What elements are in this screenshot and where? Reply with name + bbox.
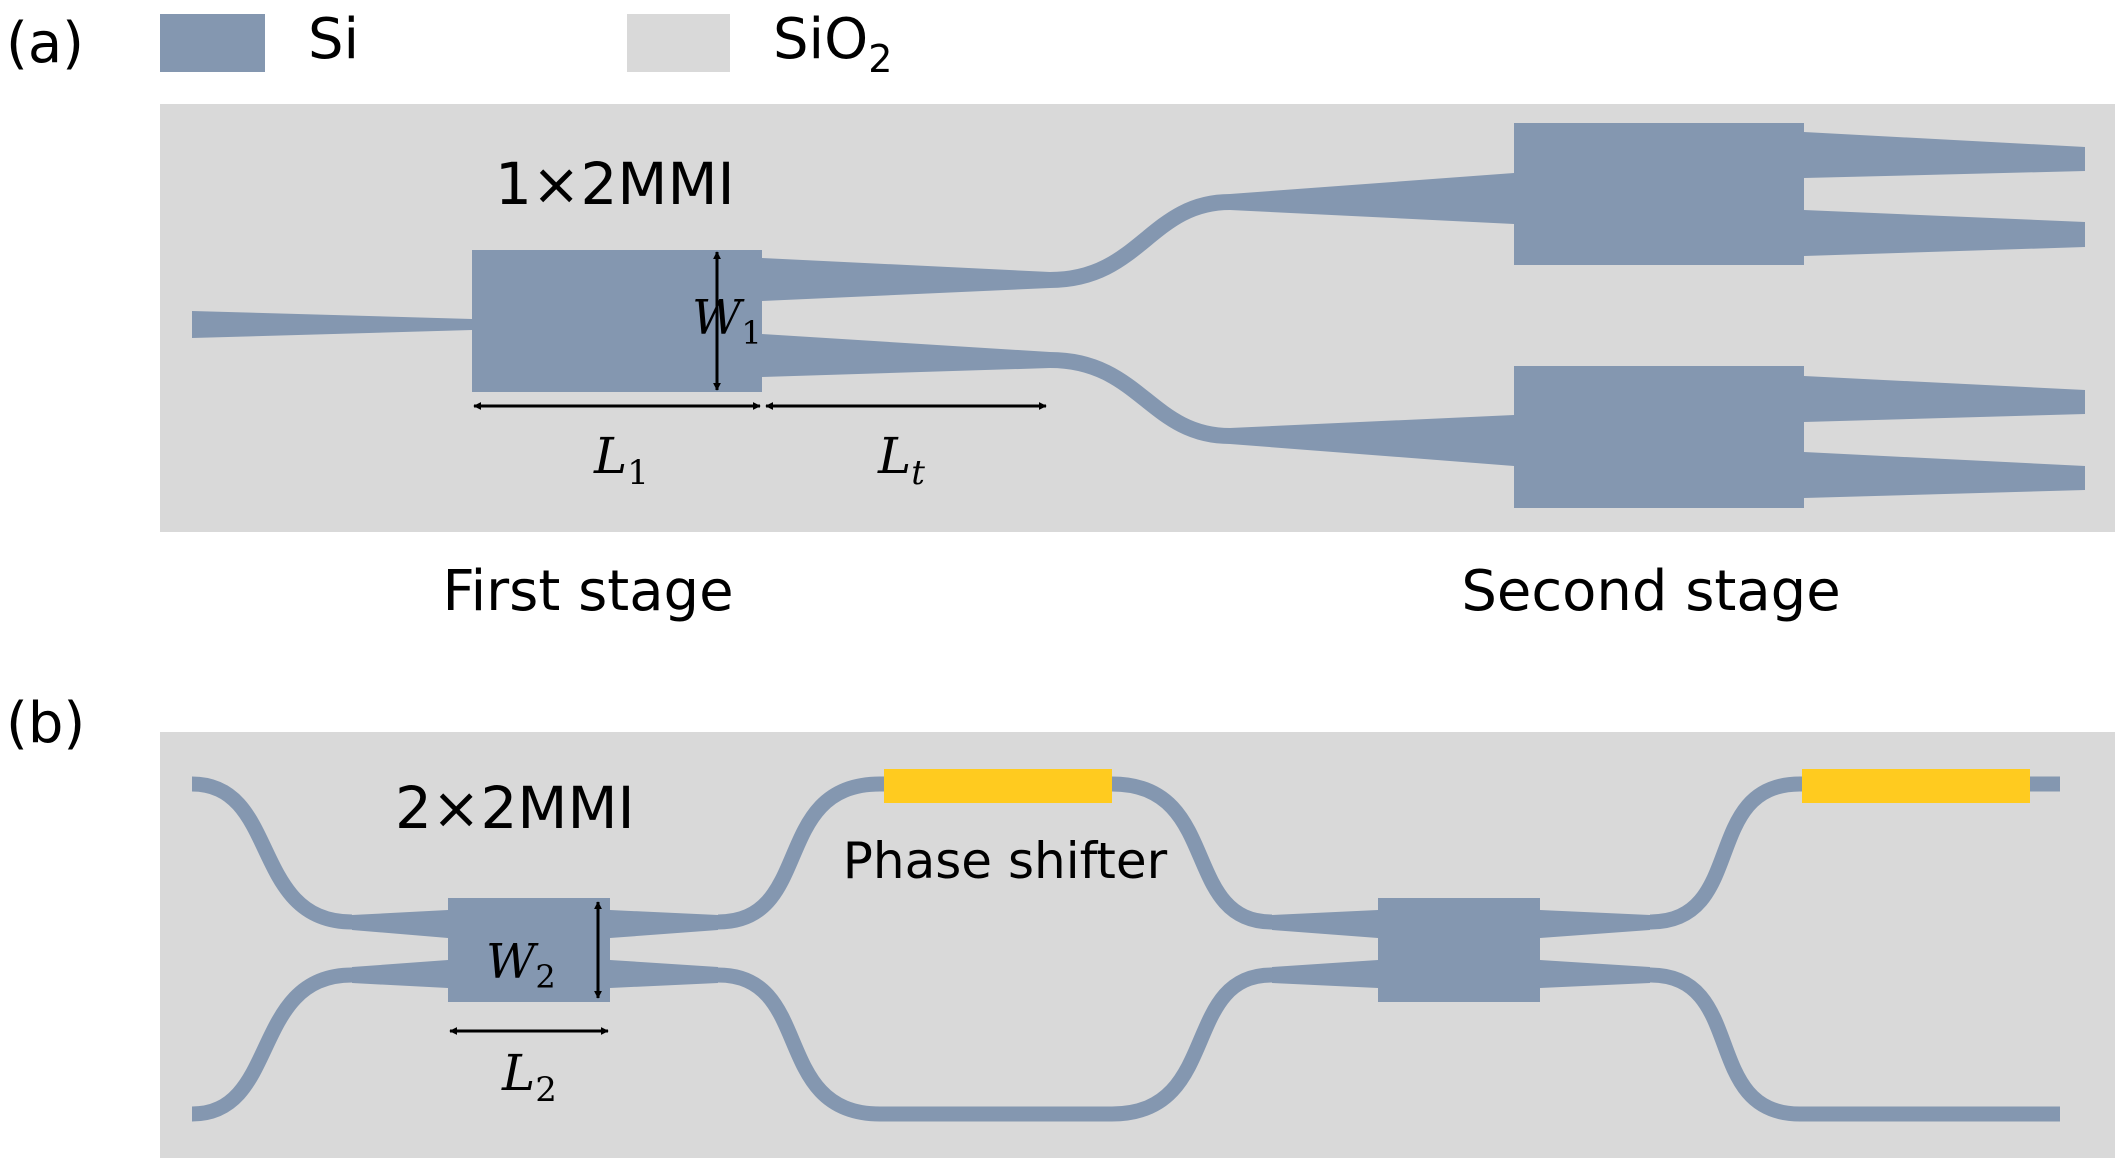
lower-stage2-output-2 — [1804, 452, 2085, 498]
output-bend-top — [1649, 776, 2060, 930]
legend-si-label: Si — [308, 7, 359, 72]
lower-s-bend — [1049, 352, 1231, 444]
phase-shifter-1 — [884, 769, 1112, 803]
phase-shifter-label: Phase shifter — [843, 832, 1168, 890]
input-taper — [192, 311, 472, 338]
legend-sio2-subscript: 2 — [868, 37, 892, 81]
w2-symbol: W — [486, 934, 539, 990]
legend-sio2-swatch — [627, 14, 730, 72]
w2-subscript: 2 — [535, 958, 555, 996]
upper-stage2-output-1 — [1804, 132, 2085, 178]
legend-sio2-label: SiO2 — [773, 7, 892, 81]
l2-subscript: 2 — [535, 1070, 557, 1110]
first-stage-splitter — [192, 194, 1231, 444]
input-bend-top — [191, 776, 353, 930]
w2-label: W2 — [486, 934, 556, 996]
panel-b-tag: (b) — [6, 691, 85, 756]
lower-stage2-mmi — [1514, 366, 1804, 508]
panel-a-tag: (a) — [6, 11, 84, 76]
second-stage-splitters — [1230, 123, 2085, 508]
upper-stage2-mmi — [1514, 123, 1804, 265]
mmi-2x2-label: 2×2MMI — [395, 774, 635, 842]
mmi1-output-taper-top — [610, 910, 718, 938]
mmi2-output-taper-bottom — [1540, 960, 1650, 988]
phase-shifter-2 — [1802, 769, 2030, 803]
mmi2-output-taper-top — [1540, 910, 1650, 938]
lt-subscript: t — [911, 453, 925, 493]
mmi1-input-taper-top — [352, 910, 448, 938]
lower-output-taper — [762, 334, 1050, 377]
input-bend-bottom — [191, 967, 353, 1122]
legend-sio2-text: SiO — [773, 7, 868, 72]
l1-subscript: 1 — [627, 453, 649, 493]
second-stage-label: Second stage — [1461, 559, 1840, 624]
first-stage-label: First stage — [442, 559, 733, 624]
upper-s-bend — [1049, 194, 1231, 288]
l2-label: L2 — [501, 1044, 557, 1110]
lower-stage2-output-1 — [1804, 376, 2085, 422]
mmi1-input-taper-bottom — [352, 960, 448, 988]
legend-si-swatch — [160, 14, 265, 72]
upper-stage2-input-taper — [1230, 173, 1514, 224]
lt-symbol: L — [877, 427, 911, 485]
mmi2-input-taper-bottom — [1272, 960, 1378, 988]
w1-subscript: 1 — [741, 314, 761, 352]
mmi1-output-taper-bottom — [610, 960, 718, 988]
mmi-1x2-label: 1×2MMI — [495, 150, 735, 218]
output-bend-bottom — [1649, 967, 2060, 1122]
mmi-2x2-second — [1378, 898, 1540, 1002]
w1-label: W1 — [692, 290, 762, 352]
lower-stage2-input-taper — [1230, 415, 1514, 466]
mmi-2x2-first — [448, 898, 610, 1002]
upper-output-taper — [762, 258, 1050, 301]
l2-symbol: L — [501, 1044, 535, 1102]
upper-stage2-output-2 — [1804, 210, 2085, 256]
lt-label: Lt — [877, 427, 925, 493]
lower-arm — [717, 967, 1273, 1122]
l1-label: L1 — [593, 427, 649, 493]
l1-symbol: L — [593, 427, 627, 485]
w1-symbol: W — [692, 290, 745, 346]
mmi2-input-taper-top — [1272, 910, 1378, 938]
